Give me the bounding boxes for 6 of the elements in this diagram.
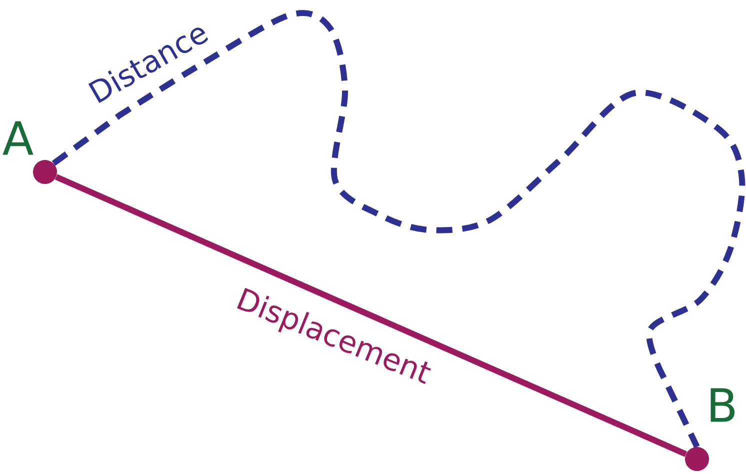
point-dot [685, 447, 709, 471]
point-label: B [710, 388, 735, 422]
point-label: A [2, 121, 34, 155]
dashed-path [52, 10, 745, 448]
point-dot [33, 160, 57, 184]
straight-line [54, 174, 688, 457]
